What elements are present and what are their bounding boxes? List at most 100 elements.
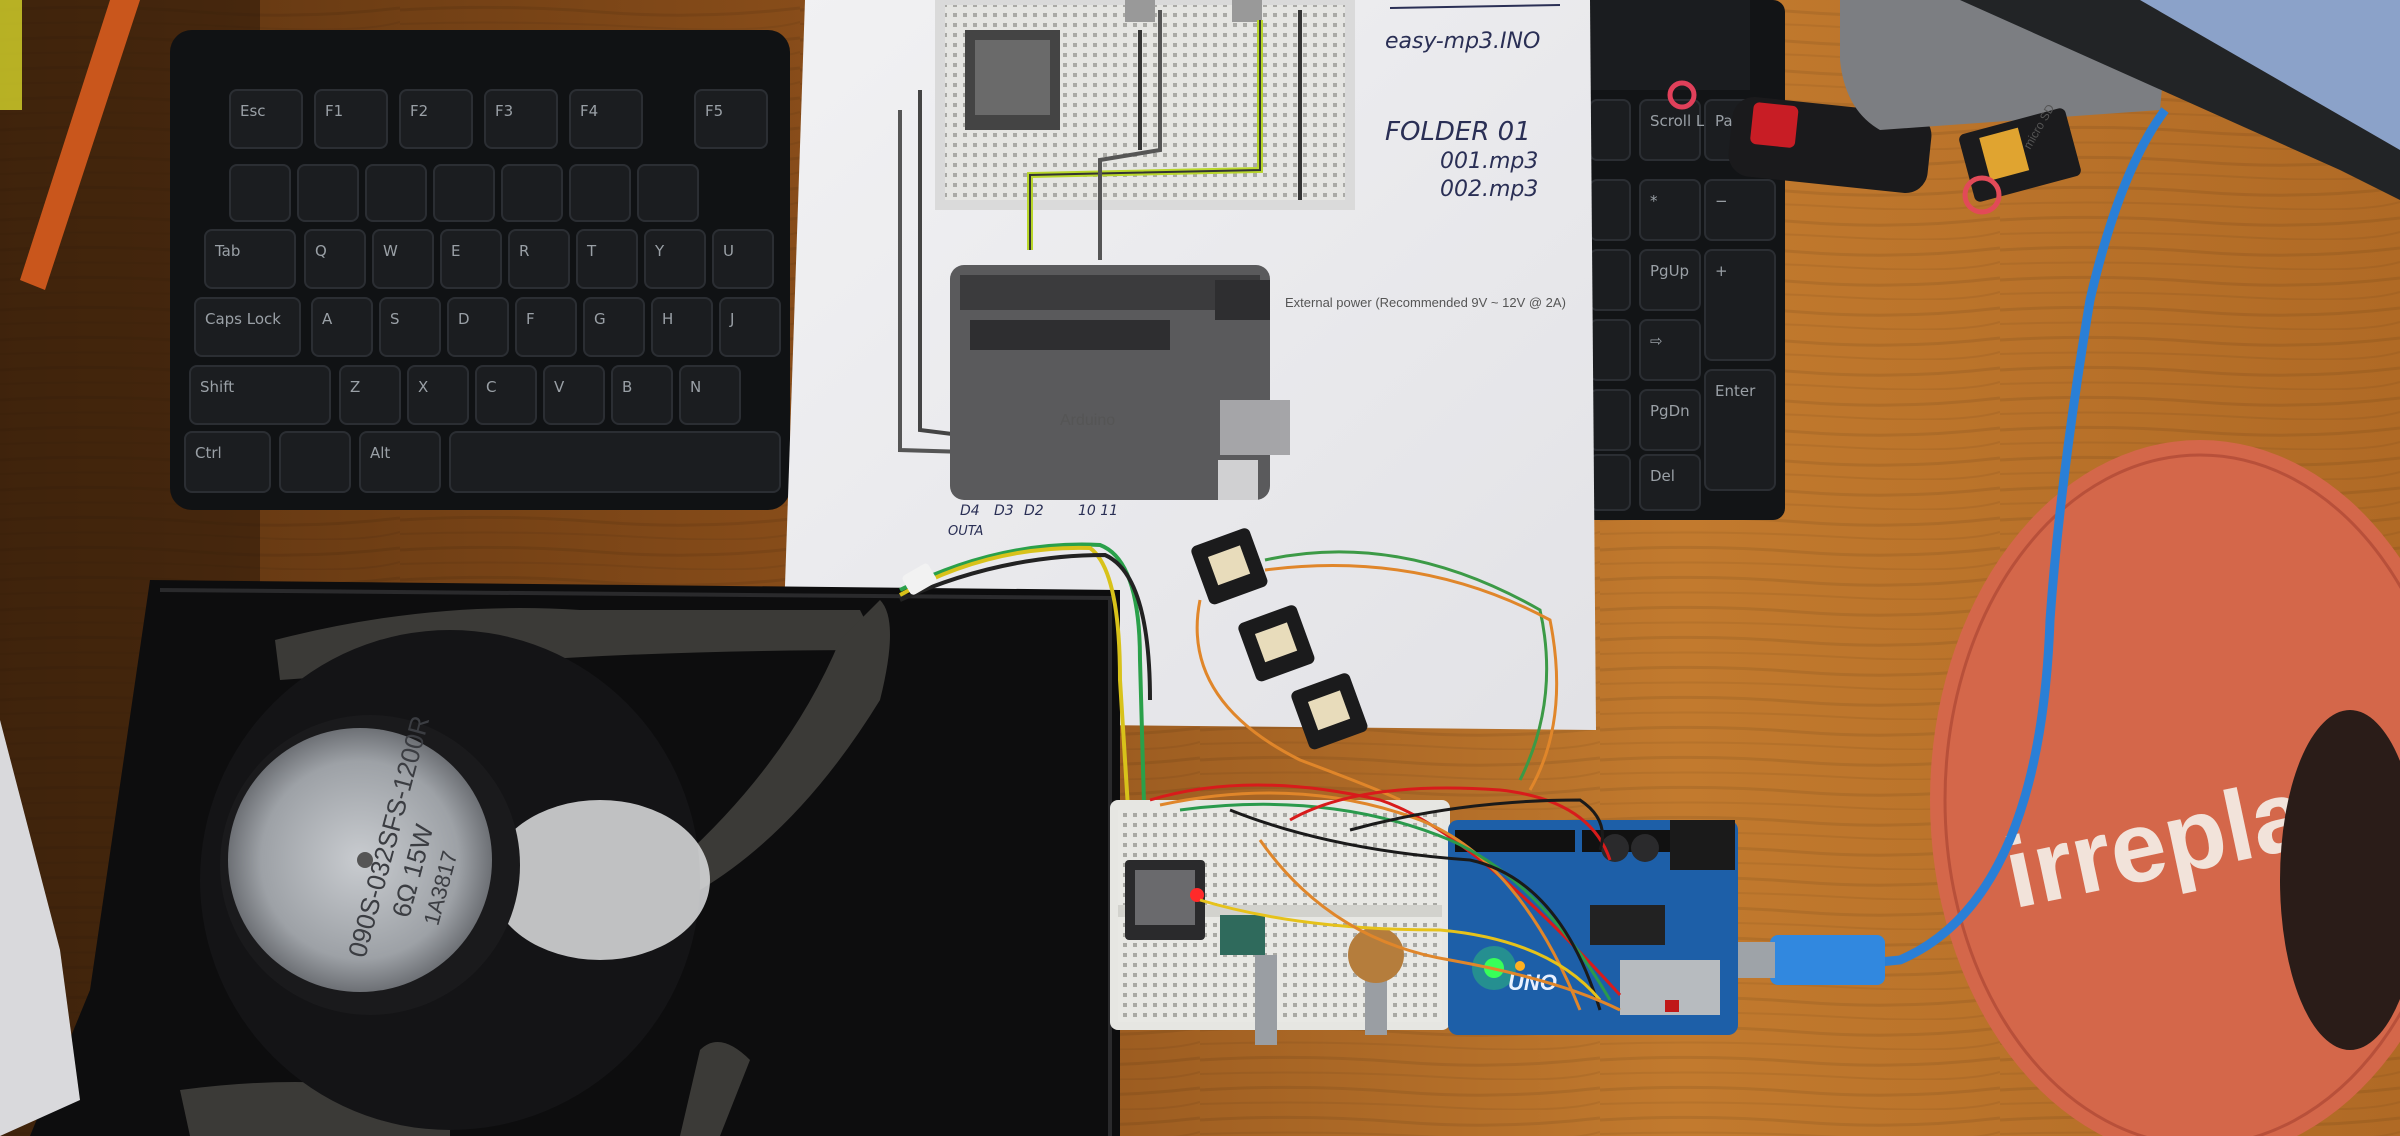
svg-text:Q: Q <box>315 242 327 260</box>
right-keyboard: Scroll LockPause Break*−PgUp+⇨PgDnEnterD… <box>1580 0 1807 520</box>
key-b: B <box>611 365 673 425</box>
key-x: X <box>407 365 469 425</box>
key-f: F <box>515 297 577 357</box>
key-fragment <box>1589 389 1631 451</box>
key-fragment <box>1589 179 1631 241</box>
usb-cable <box>1879 107 2169 967</box>
svg-text:C: C <box>486 378 496 396</box>
breadboard <box>1110 800 1450 1045</box>
svg-text:Z: Z <box>350 378 360 396</box>
key-f4: F4 <box>569 89 643 149</box>
svg-text:U: U <box>723 242 734 260</box>
key-g: G <box>583 297 645 357</box>
speaker-enclosure: 090S-032SFS-1200R 6Ω 15W 1A3817 <box>30 580 1120 1136</box>
svg-text:F4: F4 <box>580 102 598 120</box>
key-number <box>365 164 427 222</box>
key-j: J <box>719 297 781 357</box>
key-number <box>569 164 631 222</box>
svg-text:E: E <box>451 242 460 260</box>
svg-text:−: − <box>1715 192 1728 210</box>
key-alt: Alt <box>359 431 441 493</box>
svg-text:X: X <box>418 378 428 396</box>
laptop-corner <box>1840 0 2400 200</box>
potentiometers <box>1191 528 1559 802</box>
orange-pen <box>20 0 140 290</box>
key-z: Z <box>339 365 401 425</box>
svg-text:Alt: Alt <box>370 444 390 462</box>
svg-text:+: + <box>1715 262 1728 280</box>
svg-text:N: N <box>690 378 701 396</box>
key-multiply: * <box>1639 179 1701 241</box>
key-number <box>297 164 359 222</box>
svg-text:B: B <box>622 378 632 396</box>
key-fragment <box>1589 319 1631 381</box>
key-h: H <box>651 297 713 357</box>
note-d2: D2 <box>1024 503 1044 519</box>
svg-text:R: R <box>519 242 529 260</box>
key-enter: Enter <box>1704 369 1776 491</box>
key-d: D <box>447 297 509 357</box>
svg-text:T: T <box>586 242 597 260</box>
note-folder: FOLDER 01 <box>1385 117 1531 147</box>
key-a: A <box>311 297 373 357</box>
note-outa: OUTA <box>948 524 983 539</box>
note-ino-file: easy-mp3.INO <box>1385 29 1540 54</box>
key-s: S <box>379 297 441 357</box>
svg-text:⇨: ⇨ <box>1650 332 1663 350</box>
svg-text:F1: F1 <box>325 102 343 120</box>
svg-text:J: J <box>729 310 734 328</box>
svg-text:Y: Y <box>654 242 665 260</box>
svg-text:A: A <box>322 310 333 328</box>
jumper-wires <box>1149 783 1622 1012</box>
key-n: N <box>679 365 741 425</box>
svg-text:*: * <box>1650 192 1658 210</box>
key-y: Y <box>644 229 706 289</box>
note-d3: D3 <box>994 503 1014 519</box>
key-esc: Esc <box>229 89 303 149</box>
svg-text:F2: F2 <box>410 102 428 120</box>
key-number <box>433 164 495 222</box>
key-minus: − <box>1704 179 1776 241</box>
key-q: Q <box>304 229 366 289</box>
key-shift: Shift <box>189 365 331 425</box>
svg-text:V: V <box>554 378 565 396</box>
key-w: W <box>372 229 434 289</box>
schematic-paper: Arduino External power (Recommended 9V ~… <box>782 0 1596 730</box>
note-pins: 10 11 <box>1078 503 1118 519</box>
key-number <box>637 164 699 222</box>
svg-text:F5: F5 <box>705 102 723 120</box>
svg-text:Shift: Shift <box>200 378 234 396</box>
key-caps-lock: Caps Lock <box>194 297 301 357</box>
key-del: Del <box>1639 454 1701 511</box>
svg-text:G: G <box>594 310 606 328</box>
svg-text:Caps Lock: Caps Lock <box>205 310 281 328</box>
usb-plug <box>1770 935 1885 985</box>
note-file-1: 001.mp3 <box>1440 149 1538 174</box>
svg-text:Ctrl: Ctrl <box>195 444 222 462</box>
arduino-uno: UNO <box>1448 820 1738 1035</box>
svg-text:F3: F3 <box>495 102 513 120</box>
key-number <box>501 164 563 222</box>
key-t: T <box>576 229 638 289</box>
key-v: V <box>543 365 605 425</box>
key-f2: F2 <box>399 89 473 149</box>
key-r: R <box>508 229 570 289</box>
key-f5: F5 <box>694 89 768 149</box>
svg-text:PgDn: PgDn <box>1650 402 1690 420</box>
svg-text:W: W <box>383 242 398 260</box>
schematic-power-note: External power (Recommended 9V ~ 12V @ 2… <box>1285 295 1566 310</box>
key-fragment <box>1589 249 1631 311</box>
svg-text:F: F <box>526 310 535 328</box>
key-fragment <box>1589 99 1631 161</box>
svg-text:Tab: Tab <box>214 242 240 260</box>
svg-text:PgUp: PgUp <box>1650 262 1689 280</box>
key-number <box>229 164 291 222</box>
key-right: ⇨ <box>1639 319 1701 381</box>
speaker-wires <box>899 542 1152 841</box>
key-pgup: PgUp <box>1639 249 1701 311</box>
key-fragment <box>1589 454 1631 511</box>
svg-text:H: H <box>662 310 673 328</box>
key-space <box>449 431 781 493</box>
